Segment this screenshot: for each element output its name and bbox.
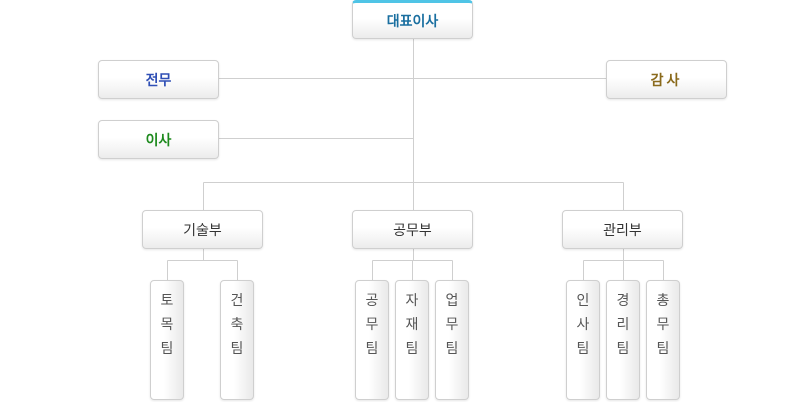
team-hr-box: 인 사 팀	[566, 280, 600, 400]
director-label: 이사	[145, 132, 172, 149]
team-architecture-box: 건 축 팀	[220, 280, 254, 400]
team-char: 인	[576, 293, 590, 309]
team-char: 건	[230, 293, 244, 309]
department-label: 공무부	[393, 222, 432, 239]
team-char: 팀	[445, 341, 459, 357]
team-char: 자	[405, 293, 419, 309]
department-label: 기술부	[183, 222, 222, 239]
team-char: 무	[656, 317, 670, 333]
team-materials-box: 자 재 팀	[395, 280, 429, 400]
team-char: 목	[160, 317, 174, 333]
team-civil-box: 토 목 팀	[150, 280, 184, 400]
team-char: 업	[445, 293, 459, 309]
team-general-affairs-box: 총 무 팀	[646, 280, 680, 400]
team-char: 팀	[576, 341, 590, 357]
team-char: 총	[656, 293, 670, 309]
department-public-works-box: 공무부	[352, 210, 473, 249]
team-char: 경	[616, 293, 630, 309]
director-box: 이사	[98, 120, 219, 159]
team-char: 팀	[160, 341, 174, 357]
team-char: 무	[445, 317, 459, 333]
team-public-works-box: 공 무 팀	[355, 280, 389, 400]
team-char: 재	[405, 317, 419, 333]
ceo-box: 대표이사	[352, 0, 473, 39]
ceo-label: 대표이사	[386, 13, 439, 30]
team-char: 팀	[405, 341, 419, 357]
team-char: 팀	[365, 341, 379, 357]
team-char: 팀	[230, 341, 244, 357]
managing-director-label: 전무	[145, 72, 172, 89]
team-accounting-box: 경 리 팀	[606, 280, 640, 400]
team-char: 공	[365, 293, 379, 309]
auditor-label: 감사	[650, 72, 683, 89]
department-admin-box: 관리부	[562, 210, 683, 249]
department-label: 관리부	[603, 222, 642, 239]
team-char: 팀	[616, 341, 630, 357]
team-char: 팀	[656, 341, 670, 357]
team-char: 무	[365, 317, 379, 333]
team-char: 토	[160, 293, 174, 309]
managing-director-box: 전무	[98, 60, 219, 99]
team-operations-box: 업 무 팀	[435, 280, 469, 400]
auditor-box: 감사	[606, 60, 727, 99]
team-char: 사	[576, 317, 590, 333]
department-tech-box: 기술부	[142, 210, 263, 249]
team-char: 리	[616, 317, 630, 333]
team-char: 축	[230, 317, 244, 333]
